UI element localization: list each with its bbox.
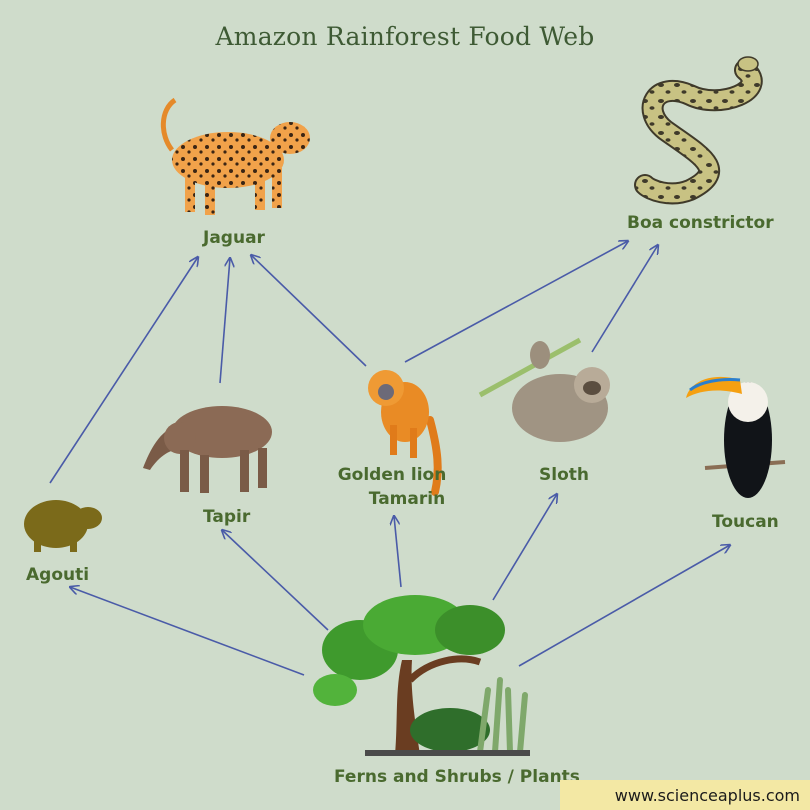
arrow-agouti-jaguar	[49, 257, 198, 484]
arrow-tamarin-boa	[404, 241, 628, 363]
plants-icon	[313, 595, 530, 756]
arrow-tapir-jaguar	[219, 258, 230, 384]
label-tamarin-line1: Golden lion	[337, 465, 447, 485]
boa-icon	[634, 56, 763, 205]
footer-url: www.scienceaplus.com	[614, 786, 800, 805]
label-plants: Ferns and Shrubs / Plants	[334, 767, 580, 787]
label-boa: Boa constrictor	[627, 213, 774, 233]
label-agouti: Agouti	[26, 565, 90, 585]
label-jaguar: Jaguar	[203, 228, 265, 248]
agouti-icon	[24, 500, 102, 552]
arrow-plants-sloth	[492, 494, 557, 601]
label-tamarin: Golden lion Tamarin	[312, 463, 472, 511]
label-sloth: Sloth	[539, 465, 589, 485]
arrow-plants-agouti	[70, 587, 305, 676]
tapir-icon	[143, 406, 272, 493]
tamarin-icon	[368, 370, 442, 496]
arrow-tamarin-jaguar	[251, 255, 367, 367]
label-tapir: Tapir	[203, 507, 251, 527]
diagram-title: Amazon Rainforest Food Web	[215, 22, 595, 51]
label-toucan: Toucan	[712, 512, 779, 532]
jaguar-icon	[160, 97, 310, 215]
arrow-sloth-boa	[591, 245, 658, 353]
arrow-plants-tapir	[222, 530, 329, 631]
energy-arrows	[49, 241, 730, 676]
arrow-plants-tamarin	[394, 516, 402, 588]
arrow-plants-toucan	[518, 545, 730, 667]
footer-highlight	[560, 780, 810, 810]
sloth-icon	[478, 337, 610, 442]
label-tamarin-line2: Tamarin	[368, 489, 446, 509]
toucan-icon	[686, 376, 786, 498]
